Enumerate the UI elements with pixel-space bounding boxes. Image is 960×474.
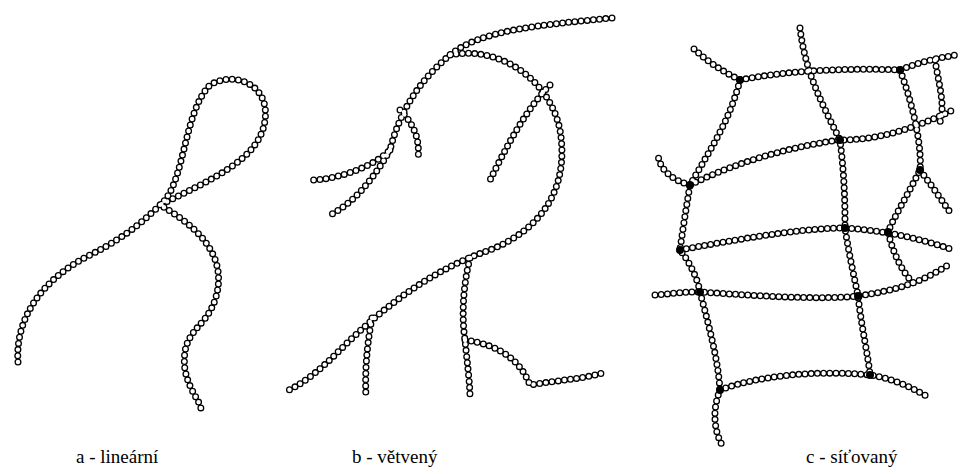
bead-chain — [18, 18, 956, 445]
structure-caption: a - lineární — [76, 446, 158, 469]
bead-chain — [18, 18, 956, 445]
crosslink-points — [676, 66, 924, 394]
structure-caption: c - síťovaný — [806, 446, 897, 469]
structure-caption: b - větvený — [352, 446, 437, 469]
